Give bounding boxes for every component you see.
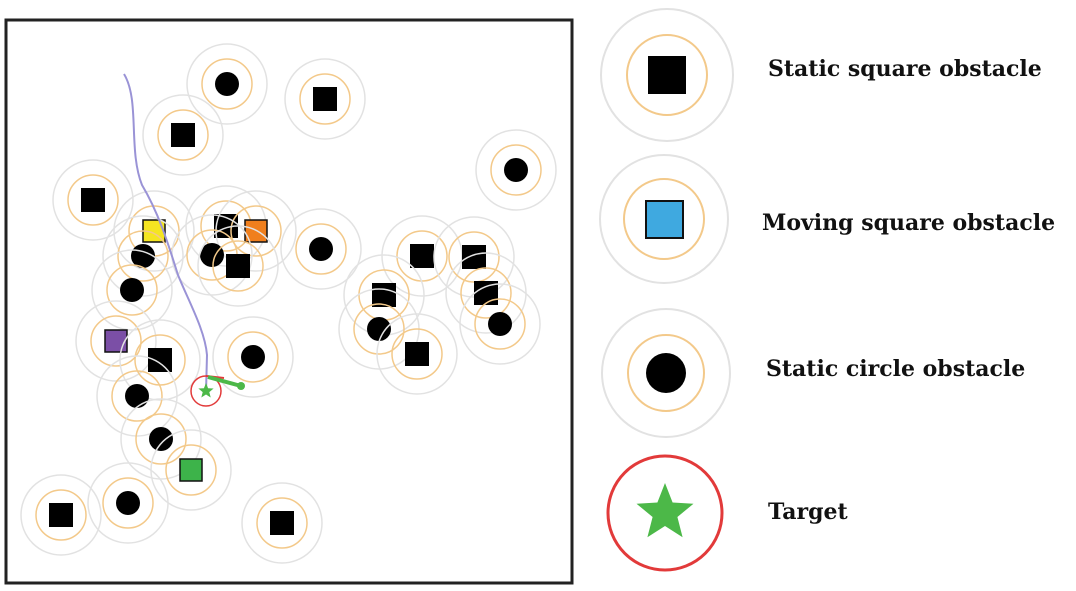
legend-label-target: Target — [768, 499, 848, 525]
static-circle-obstacle — [212, 316, 294, 398]
legend-moving-square-icon — [599, 154, 729, 284]
static-circle-obstacle — [120, 398, 202, 480]
static-circle-obstacle — [87, 462, 169, 544]
planned-path — [123, 73, 209, 393]
static-square-obstacle — [20, 474, 102, 556]
static-square-obstacle — [284, 58, 366, 140]
static-square-obstacle — [376, 313, 458, 395]
static-circle-obstacle — [171, 214, 253, 296]
moving-square-obstacle — [215, 190, 297, 272]
static-circle-obstacle — [475, 129, 557, 211]
legend-label-moving-square: Moving square obstacle — [762, 210, 1056, 236]
robot — [205, 375, 245, 390]
static-circle-obstacle — [186, 43, 268, 125]
static-circle-obstacle — [102, 215, 184, 297]
legend-static-circle-icon — [601, 308, 731, 438]
legend — [599, 8, 734, 572]
static-circle-obstacle — [91, 249, 173, 331]
legend-label-static-circle: Static circle obstacle — [766, 356, 1026, 382]
legend-label-static-square: Static square obstacle — [768, 56, 1042, 82]
static-circle-obstacle — [459, 283, 541, 365]
legend-static-square-icon — [600, 8, 734, 142]
robot-heading-tip — [237, 382, 245, 390]
static-square-obstacle — [142, 94, 224, 176]
legend-target-icon — [606, 454, 724, 572]
static-square-obstacle — [197, 225, 279, 307]
moving-square-obstacle — [75, 300, 157, 382]
map-target-star — [198, 383, 214, 398]
robot-heading-green — [207, 375, 242, 388]
static-circle-obstacle — [96, 355, 178, 437]
static-circle-obstacle — [280, 208, 362, 290]
static-square-obstacle — [52, 159, 134, 241]
static-square-obstacle — [241, 482, 323, 564]
obstacle-layer — [20, 43, 557, 564]
